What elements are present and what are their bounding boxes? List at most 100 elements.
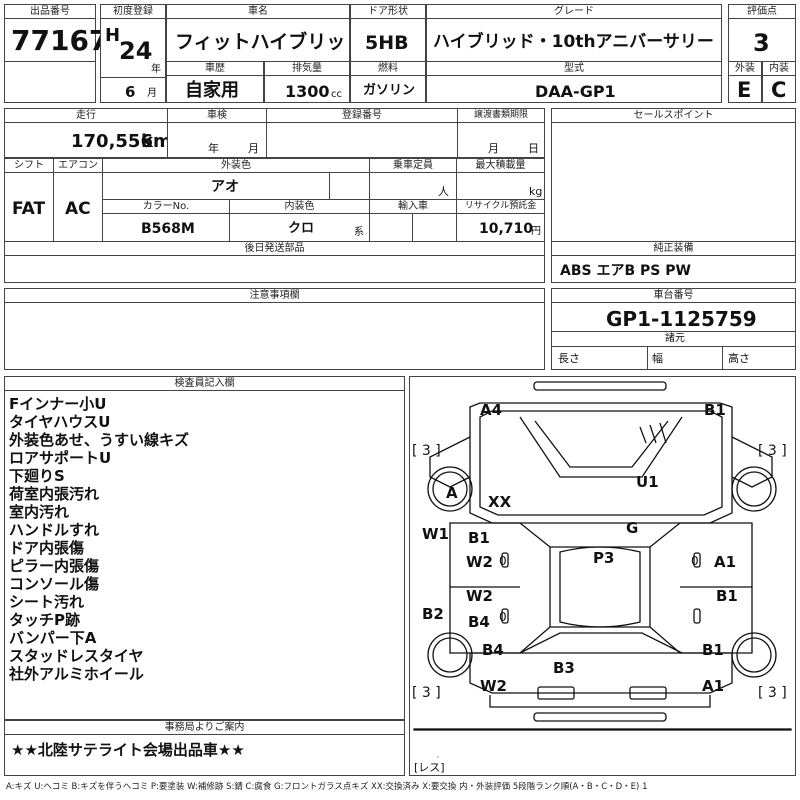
office-title: 事務局よりご案内 — [5, 721, 404, 735]
mark-b4-rear-left: B4 — [482, 641, 504, 659]
mark-p3: P3 — [593, 549, 614, 567]
interior-label: 内装 — [763, 62, 795, 76]
transfer-month-unit: 月 — [488, 142, 499, 155]
car-name: フィットハイブリッド — [175, 31, 365, 53]
mark-b2: B2 — [422, 605, 444, 623]
score-box: 評価点 3 — [728, 4, 796, 62]
lot-number: 77167 — [11, 24, 109, 57]
displacement-box: 排気量 1300 cc — [264, 61, 350, 103]
specs-label: 諸元 — [665, 333, 685, 344]
inspector-note-13: バンパー下A — [9, 629, 97, 647]
mark-b1-front-right: B1 — [704, 401, 726, 419]
capacity-box: 乗車定員 人 — [369, 158, 457, 200]
first-registration-box: 初度登録 H 24 年 6 月 — [100, 4, 166, 103]
model-code-box: 型式 DAA-GP1 — [426, 61, 722, 103]
mark-w1: W1 — [422, 525, 449, 543]
int-color-label: 内装色 — [230, 200, 369, 214]
model-code: DAA-GP1 — [535, 82, 616, 101]
later-parts-label: 後日発送部品 — [5, 242, 544, 256]
color-no-box: カラーNo. B568M — [102, 199, 230, 242]
inspector-note-11: シート汚れ — [9, 593, 85, 611]
mileage-label: 走行 — [5, 109, 167, 123]
capacity-unit: 人 — [438, 185, 449, 198]
interior-grade-box: 内装 C — [762, 61, 796, 103]
equipment-box: 純正装備 ABS エアB PS PW — [551, 241, 796, 283]
mark-a4: A4 — [480, 401, 502, 419]
transfer-day-unit: 日 — [528, 142, 539, 155]
history-box: 車歴 自家用 — [166, 61, 264, 103]
aircon-box: エアコン AC — [53, 158, 103, 242]
spare-tire-label: [レス] — [414, 761, 445, 774]
ext-color-box: 外装色 アオ — [102, 158, 370, 200]
mark-w2-left-front: W2 — [466, 553, 493, 571]
notes-box: 注意事項欄 — [4, 288, 545, 370]
history: 自家用 — [185, 80, 239, 101]
lot-number-box: 出品番号 77167 — [4, 4, 108, 62]
max-load-box: 最大積載量 kg — [456, 158, 545, 200]
score-label: 評価点 — [729, 5, 795, 19]
notes-label: 注意事項欄 — [5, 289, 544, 303]
mark-b1-left: B1 — [468, 529, 490, 547]
recycle-fee: 10,710 — [479, 221, 534, 237]
mark-w2-left-rear: W2 — [466, 587, 493, 605]
max-load-unit: kg — [529, 185, 543, 198]
door-type-box: ドア形状 5HB — [350, 4, 426, 62]
grade-label: グレード — [427, 5, 721, 19]
inspector-note-15: 社外アルミホイール — [9, 665, 144, 683]
color-no-label: カラーNo. — [103, 200, 229, 214]
mark-zero-3: 0 — [499, 610, 507, 624]
registration-number-label: 登録番号 — [267, 109, 457, 123]
score: 3 — [753, 29, 770, 57]
recycle-unit: 円 — [531, 226, 541, 237]
lot-number-label: 出品番号 — [5, 5, 95, 19]
month-unit: 月 — [147, 88, 157, 99]
import-box: 輸入車 — [369, 199, 457, 242]
shift: FAT — [12, 199, 46, 219]
recycle-box: リサイクル預託金 10,710 円 — [456, 199, 545, 242]
inspection-box: 車検 年 月 — [167, 108, 267, 158]
equipment-label: 純正装備 — [552, 242, 795, 256]
inspector-note-8: ドア内張傷 — [9, 539, 85, 557]
mark-g: G — [626, 519, 638, 537]
car-name-label: 車名 — [167, 5, 349, 19]
import-label: 輸入車 — [370, 200, 456, 214]
ext-color-label: 外装色 — [103, 159, 369, 173]
mark-zero-1: 0 — [499, 554, 507, 568]
int-color-unit: 系 — [354, 227, 364, 238]
transfer-deadline-label: 譲渡書類期限 — [458, 109, 544, 123]
inspector-note-12: タッチP跡 — [9, 611, 80, 629]
mark-xx: XX — [488, 493, 512, 511]
max-load-label: 最大積載量 — [457, 159, 544, 173]
year-unit: 年 — [151, 64, 161, 75]
damage-diagram-box: A4 B1 A XX U1 G W1 B1 W2 P3 A1 W2 B4 B1 … — [409, 376, 796, 776]
inspection-month-unit: 月 — [248, 142, 259, 155]
mark-b1-right-rear: B1 — [716, 587, 738, 605]
length-label: 長さ — [558, 352, 580, 365]
inspector-note-5: 荷室内張汚れ — [9, 485, 100, 503]
mark-a1-right-front: A1 — [714, 553, 736, 571]
fuel: ガソリン — [363, 83, 416, 98]
chassis-box: 車台番号 GP1-1125759 諸元 長さ 幅 高さ — [551, 288, 796, 370]
aircon: AC — [65, 199, 91, 219]
fuel-label: 燃料 — [351, 62, 425, 76]
inspector-note-7: ハンドルすれ — [9, 521, 100, 539]
inspector-note-10: コンソール傷 — [9, 575, 100, 593]
mark-b4-left: B4 — [468, 613, 490, 631]
transfer-deadline-box: 譲渡書類期限 月 日 — [457, 108, 545, 158]
exterior-grade: E — [737, 78, 752, 102]
inspection-year-unit: 年 — [208, 142, 219, 155]
equipment: ABS エアB PS PW — [560, 263, 691, 279]
mark-a1-bottom: A1 — [702, 677, 724, 695]
later-parts-box: 後日発送部品 — [4, 241, 545, 283]
mark-w2-bottom: W2 — [480, 677, 507, 695]
car-name-box: 車名 フィットハイブリッド — [166, 4, 364, 62]
inspector-note-9: ピラー内張傷 — [9, 557, 100, 575]
displacement: 1300 — [285, 82, 330, 101]
aircon-label: エアコン — [54, 159, 102, 173]
inspector-title: 検査員記入欄 — [5, 377, 404, 391]
inspector-note-0: Fインナー小U — [9, 395, 107, 413]
inspector-note-4: 下廻りS — [9, 467, 65, 485]
mark-a-front-left: A — [446, 484, 458, 502]
door-type: 5HB — [365, 32, 409, 54]
